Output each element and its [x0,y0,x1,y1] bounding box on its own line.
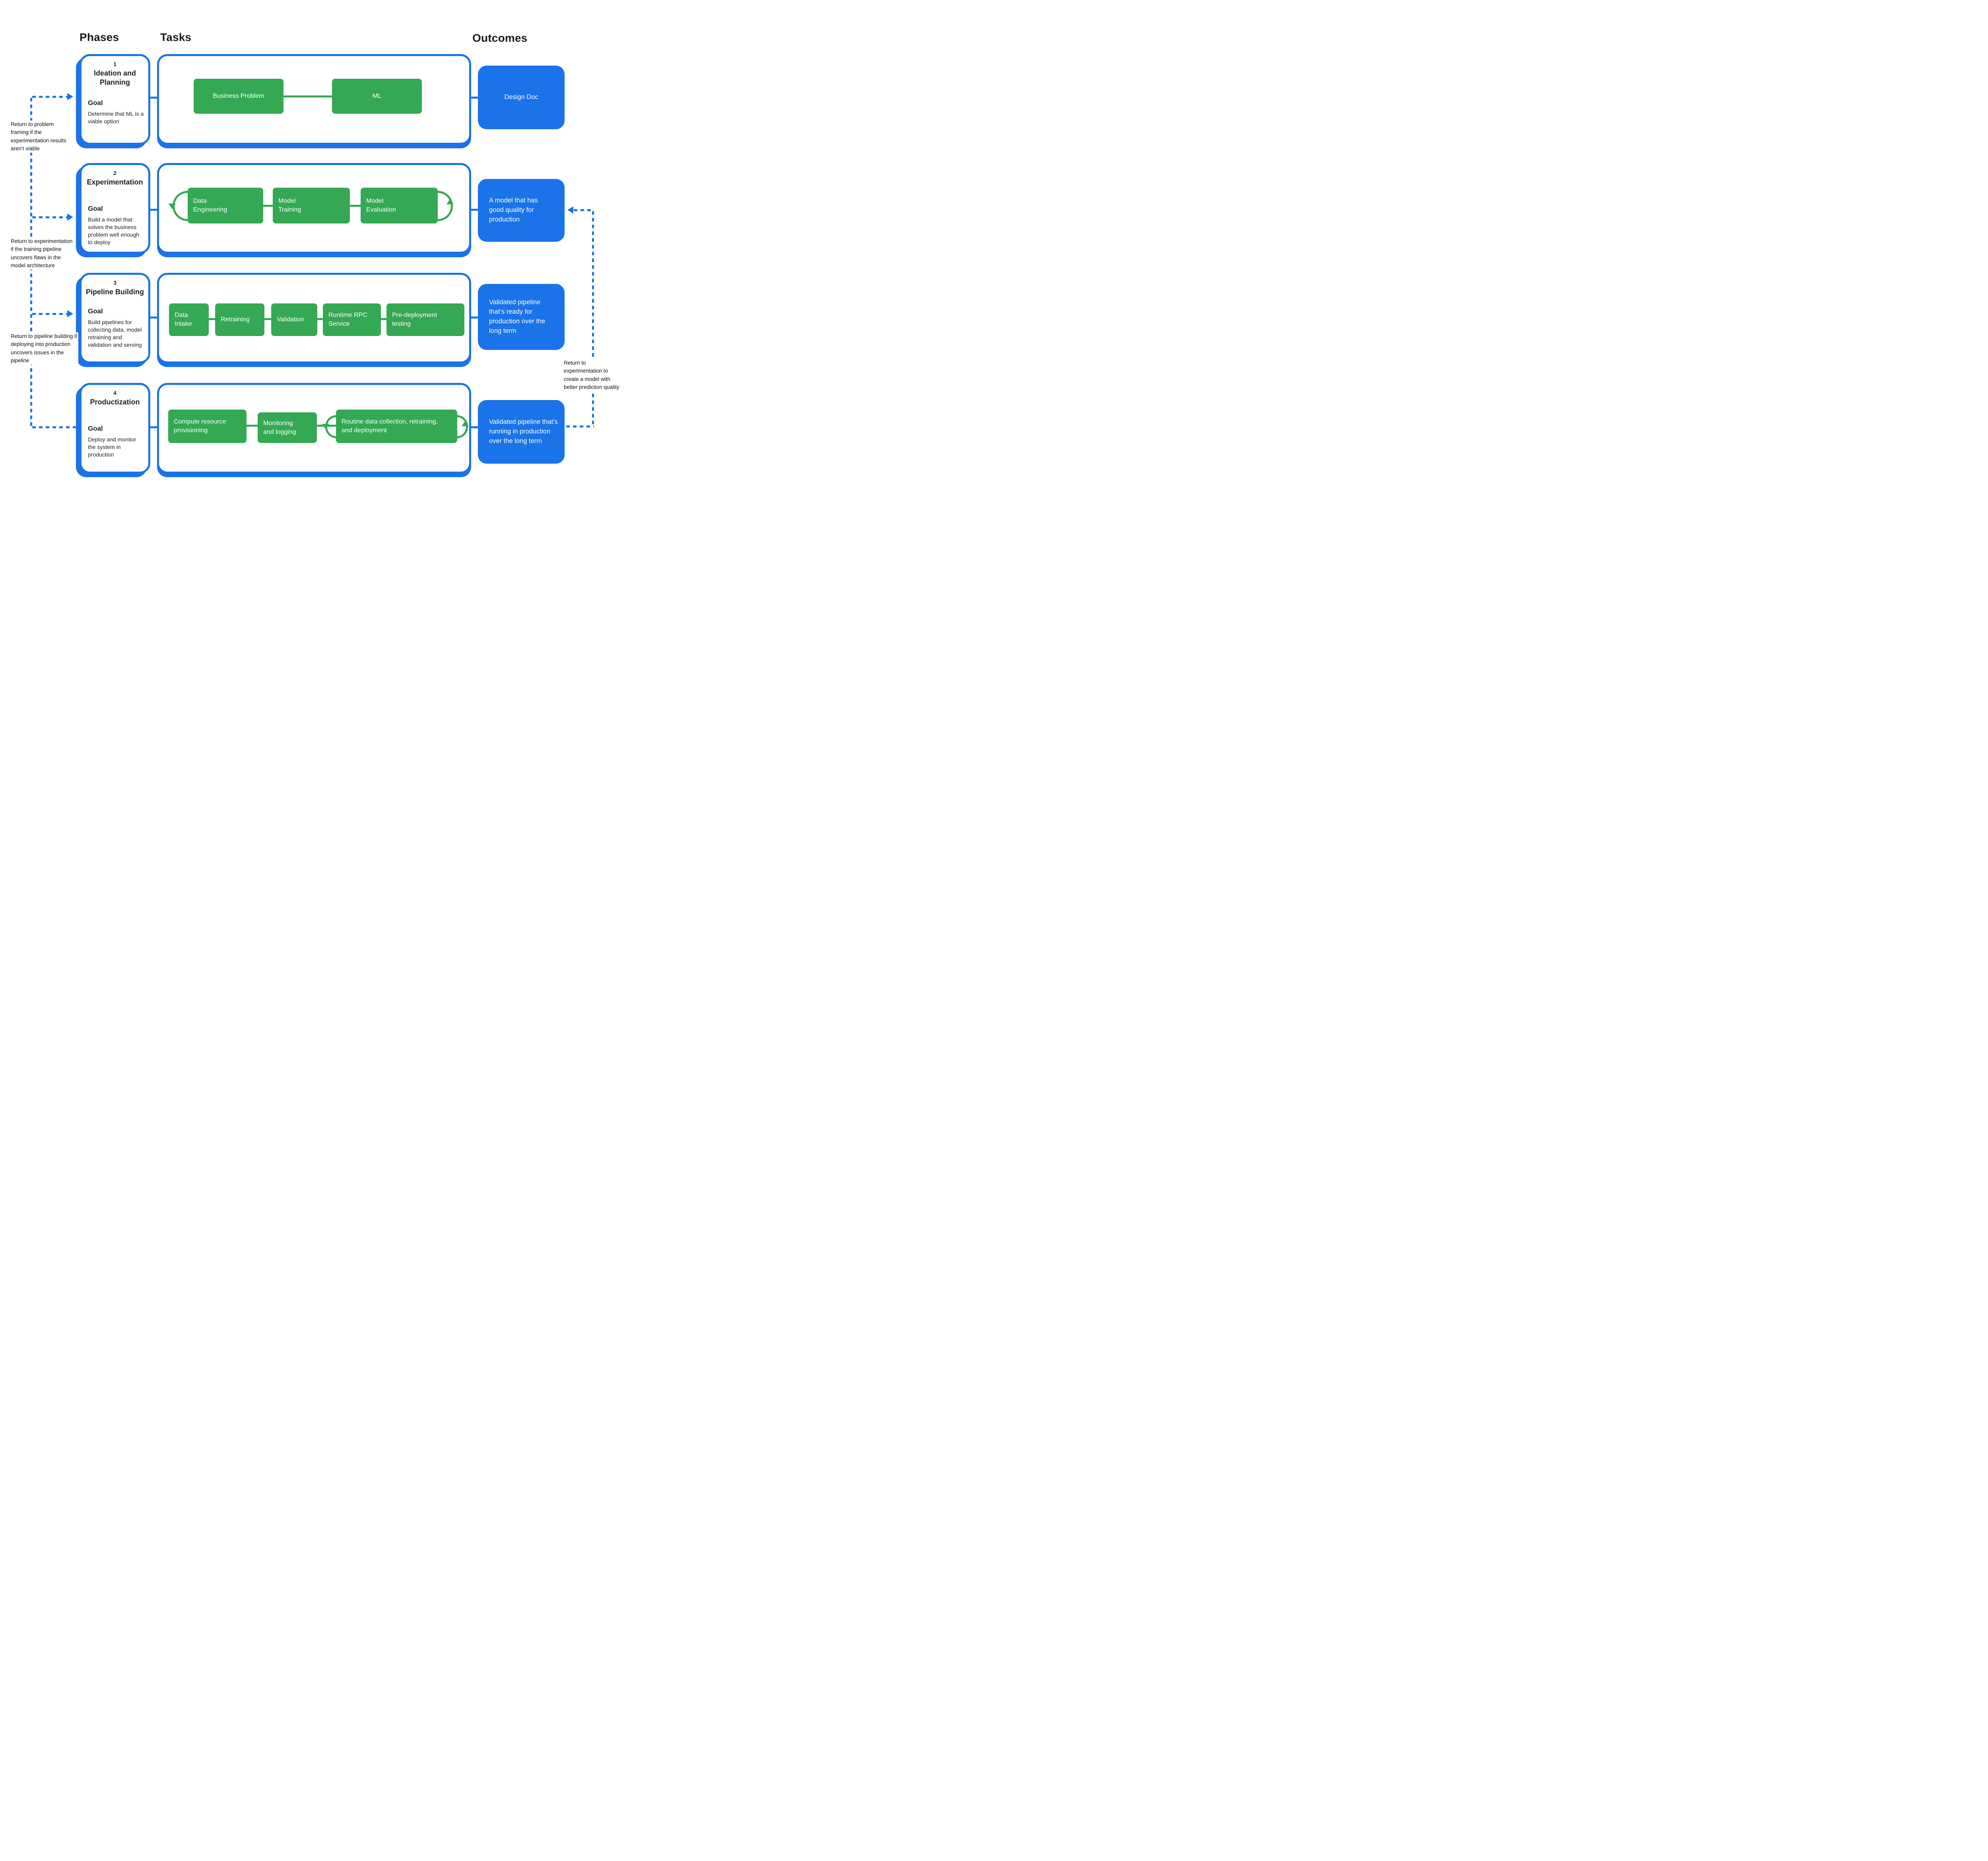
annotation-return-better-prediction: Return to experimentation to create a mo… [564,359,623,391]
task-connector-line [317,425,336,427]
annotation-return-pipeline-building: Return to pipeline building if deploying… [11,332,78,365]
task-ml: ML [332,79,422,114]
phase1-tasks-connector [149,97,159,99]
task-connector-line [247,425,258,427]
arrowhead-right-icon [67,214,73,221]
tasks1-outcome-connector [470,97,480,99]
arrowhead-up-icon [447,199,454,204]
task-connector-line [283,95,332,97]
task-connector-line [350,205,361,207]
task-routine-data-collection: Routine data collection, retraining, and… [336,410,457,443]
task-model-training: Model Training [273,188,350,223]
goal-label: Goal [88,425,103,432]
arrowhead-up-icon [462,421,469,426]
arrowhead-left-icon [567,206,573,214]
task-model-evaluation: Model Evaluation [361,188,438,223]
tasks2-outcome-connector [470,209,480,211]
phase4-tasks-connector [149,426,159,428]
task-connector-line [263,205,273,207]
annotation-return-problem-framing: Return to problem framing if the experim… [11,120,69,153]
arrowhead-down-icon [169,204,176,209]
return-arrow-to-phase3-line [32,313,67,315]
phase-3-card: 3 Pipeline Building Goal Build pipelines… [80,273,150,363]
phase-2-card: 2 Experimentation Goal Build a model tha… [80,163,150,254]
tasks-column-header: Tasks [160,31,192,43]
goal-text: Deploy and monitor the system in product… [88,436,136,458]
phase-4-card: 4 Productization Goal Deploy and monitor… [80,383,150,474]
phase3-tasks-connector [149,317,159,319]
arrowhead-right-icon [67,93,73,100]
return-arrow-to-phase1-line [32,96,67,98]
task-business-problem: Business Problem [194,79,283,114]
goal-label: Goal [88,99,103,107]
phase2-tasks-connector [149,209,159,211]
return-path-right-bottom [566,425,594,427]
task-connector-line [209,318,215,320]
phase-number: 4 [113,390,116,396]
phase-title: Productization [90,398,140,406]
task-data-intake: Data Intake [169,303,209,336]
task-compute-resource-provisioning: Compute resource provisioning [168,410,247,443]
tasks3-outcome-connector [470,317,480,319]
tasks4-outcome-connector [470,426,480,428]
task-monitoring-and-logging: Monitoring and logging [258,412,317,443]
task-retraining: Retraining [215,303,264,336]
goal-label: Goal [88,307,103,315]
outcome-design-doc: Design Doc [478,66,565,129]
return-path-right-vertical [592,211,594,426]
annotation-return-experimentation: Return to experimentation if the trainin… [11,237,75,270]
phase-number: 2 [113,170,116,176]
return-arrow-to-outcome2-line [574,209,594,211]
phase-number: 3 [113,280,116,286]
phase-number: 1 [113,61,116,67]
outcomes-column-header: Outcomes [472,32,528,44]
return-arrow-to-phase2-line [32,216,67,218]
phase-1-card: 1 Ideation and Planning Goal Determine t… [80,54,150,145]
phases-column-header: Phases [80,31,119,43]
task-data-engineering: Data Engineering [188,188,263,223]
phase-title: Ideation and Planning [93,69,136,86]
mlops-phases-diagram: Phases Tasks Outcomes Return to problem … [0,0,623,514]
goal-text: Determine that ML is a viable option [88,111,144,124]
arrowhead-right-icon [67,310,73,317]
goal-label: Goal [88,205,103,212]
outcome-validated-pipeline-ready: Validated pipeline that’s ready for prod… [478,284,565,350]
phase-title: Experimentation [87,178,143,186]
task-runtime-rpc-service: Runtime RPC Service [323,303,381,336]
task-validation: Validation [271,303,317,336]
goal-text: Build pipelines for collecting data, mod… [88,319,142,348]
task-pre-deployment-testing: Pre-deployment testing [386,303,464,336]
outcome-model-quality: A model that has good quality for produc… [478,179,565,242]
return-path-to-phase4-line [32,426,80,428]
outcome-validated-pipeline-running: Validated pipeline that’s running in pro… [478,400,565,464]
goal-text: Build a model that solves the business p… [88,216,140,245]
task-connector-line [381,318,386,320]
task-connector-line [317,318,323,320]
task-connector-line [264,318,271,320]
phase-title: Pipeline Building [85,288,144,296]
